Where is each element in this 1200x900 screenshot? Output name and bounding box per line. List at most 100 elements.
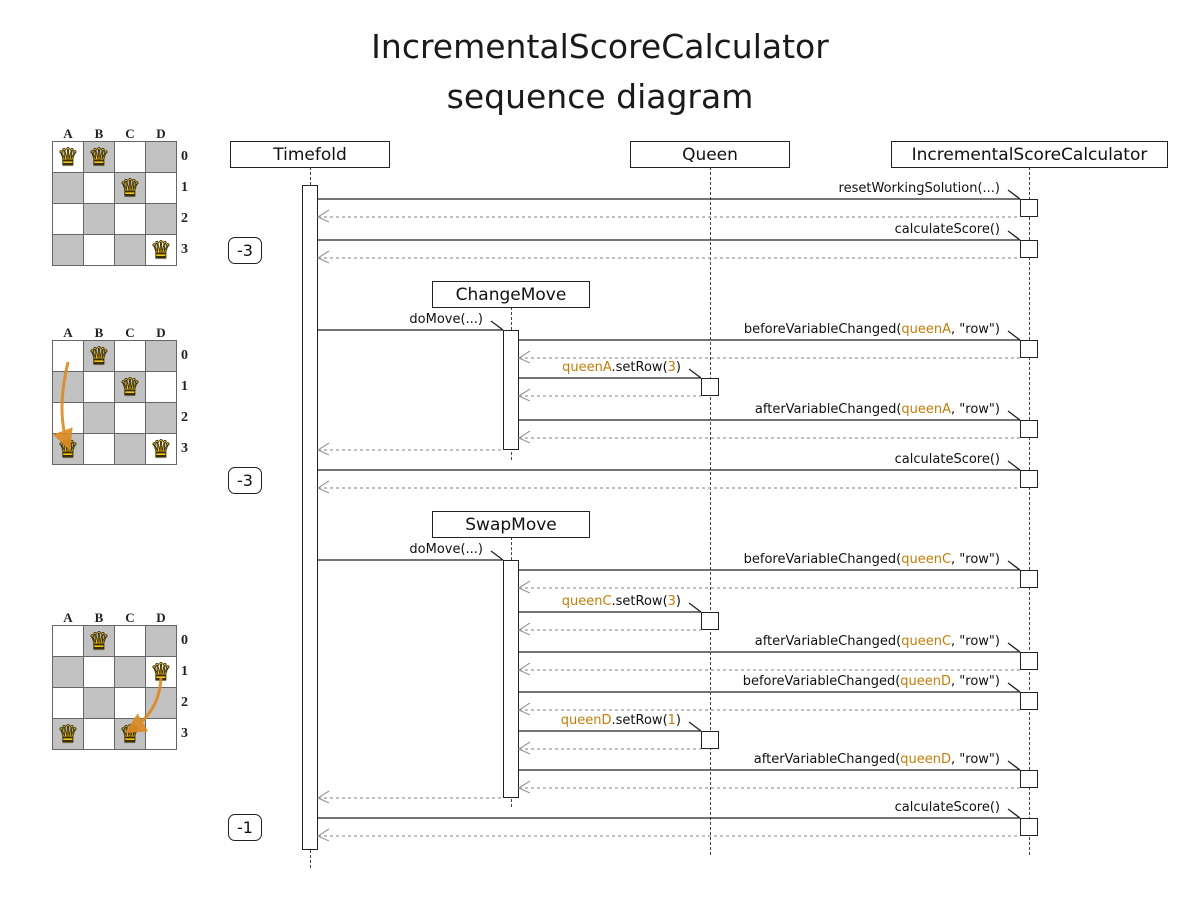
board-cell: ♛ (84, 626, 114, 656)
participant-queen: Queen (630, 141, 790, 168)
board-cell (84, 688, 114, 718)
message-label: afterVariableChanged(queenC, "row") (754, 634, 1000, 649)
board-row-label: 0 (181, 348, 188, 363)
board-cell (84, 434, 114, 464)
board-cell (115, 434, 145, 464)
activation-box (1020, 652, 1038, 670)
message-label: beforeVariableChanged(queenA, "row") (743, 322, 1000, 337)
board-cell (84, 719, 114, 749)
message-label: beforeVariableChanged(queenD, "row") (742, 674, 1000, 689)
message-label: queenA.setRow(3) (562, 360, 681, 375)
board-row-label: 0 (181, 633, 188, 648)
message-label: queenD.setRow(1) (560, 713, 681, 728)
board-cell (53, 204, 83, 234)
board-row-label: 2 (181, 211, 188, 226)
board-row-label: 0 (181, 149, 188, 164)
participant-incremental-score-calculator: IncrementalScoreCalculator (891, 141, 1168, 168)
board-col-label: D (156, 325, 166, 340)
board-col-label: C (125, 325, 135, 340)
activation-box (1020, 692, 1038, 710)
highlighted-text: queenA (901, 402, 952, 417)
board-cell (146, 142, 176, 172)
board-cell: ♛ (146, 434, 176, 464)
highlighted-text: queenC (901, 552, 952, 567)
board-cell: ♛ (115, 372, 145, 402)
queen-icon: ♛ (88, 143, 110, 171)
board-col-label: B (94, 126, 104, 141)
queen-icon: ♛ (88, 342, 110, 370)
board-cell (146, 688, 176, 718)
board-cell: ♛ (53, 142, 83, 172)
board-cell (146, 403, 176, 433)
queen-icon: ♛ (119, 720, 141, 748)
highlighted-text: queenD (900, 752, 952, 767)
message-label: afterVariableChanged(queenD, "row") (753, 752, 1000, 767)
board-cell: ♛ (53, 719, 83, 749)
activation-box (1020, 570, 1038, 588)
board-cell: ♛ (53, 434, 83, 464)
board-cell (146, 626, 176, 656)
message-label: calculateScore() (894, 452, 1000, 467)
activation-timefold (302, 185, 318, 850)
board-cell: ♛ (115, 719, 145, 749)
board-cell (146, 204, 176, 234)
board-cell (115, 688, 145, 718)
queen-icon: ♛ (88, 627, 110, 655)
board-row-label: 2 (181, 410, 188, 425)
board-row-label: 1 (181, 664, 188, 679)
board-cell (84, 403, 114, 433)
queen-icon: ♛ (150, 236, 172, 264)
board-col-label: A (63, 610, 73, 625)
activation-box (1020, 420, 1038, 438)
queen-icon: ♛ (119, 373, 141, 401)
board-cell (84, 173, 114, 203)
message-label: calculateScore() (894, 222, 1000, 237)
score-badge-initial: -3 (228, 237, 262, 264)
activation-box (1020, 770, 1038, 788)
board-row-label: 3 (181, 441, 188, 456)
highlighted-text: queenC (901, 634, 952, 649)
participant-timefold: Timefold (230, 141, 390, 168)
board-col-label: C (125, 610, 135, 625)
queen-icon: ♛ (57, 143, 79, 171)
highlighted-text: queenA (562, 360, 612, 375)
queen-icon: ♛ (57, 720, 79, 748)
diagram-title-line1: IncrementalScoreCalculator (371, 27, 829, 66)
board-col-label: A (63, 126, 73, 141)
diagram-title-line2: sequence diagram (446, 77, 754, 116)
board-row-label: 3 (181, 242, 188, 257)
diagram-title: IncrementalScoreCalculator sequence diag… (0, 22, 1200, 122)
board-cell (84, 204, 114, 234)
message-label: doMove(...) (409, 542, 483, 557)
board-cell (146, 372, 176, 402)
board-cell (115, 657, 145, 687)
board-col-label: C (125, 126, 135, 141)
message-label: doMove(...) (409, 312, 483, 327)
highlighted-text: 1 (667, 713, 676, 728)
board-cell (146, 341, 176, 371)
board-cell (53, 626, 83, 656)
activation-box (701, 612, 719, 630)
board-cell: ♛ (84, 341, 114, 371)
lifeline-incremental-score-calculator (1029, 167, 1030, 855)
activation-box (1020, 240, 1038, 258)
activation-box (1020, 470, 1038, 488)
board-cell (115, 235, 145, 265)
board-col-label: A (63, 325, 73, 340)
message-label: beforeVariableChanged(queenC, "row") (743, 552, 1000, 567)
activation-box (701, 378, 719, 396)
board-cell (115, 204, 145, 234)
board-cell (53, 657, 83, 687)
board-col-label: D (156, 610, 166, 625)
board-cell (115, 341, 145, 371)
message-label: calculateScore() (894, 800, 1000, 815)
board-cell: ♛ (146, 235, 176, 265)
board-grid: ♛ ♛ ♛ ♛ (52, 340, 177, 465)
activation-box (1020, 199, 1038, 217)
board-col-label: B (94, 610, 104, 625)
score-badge-after-changemove: -3 (228, 467, 262, 494)
